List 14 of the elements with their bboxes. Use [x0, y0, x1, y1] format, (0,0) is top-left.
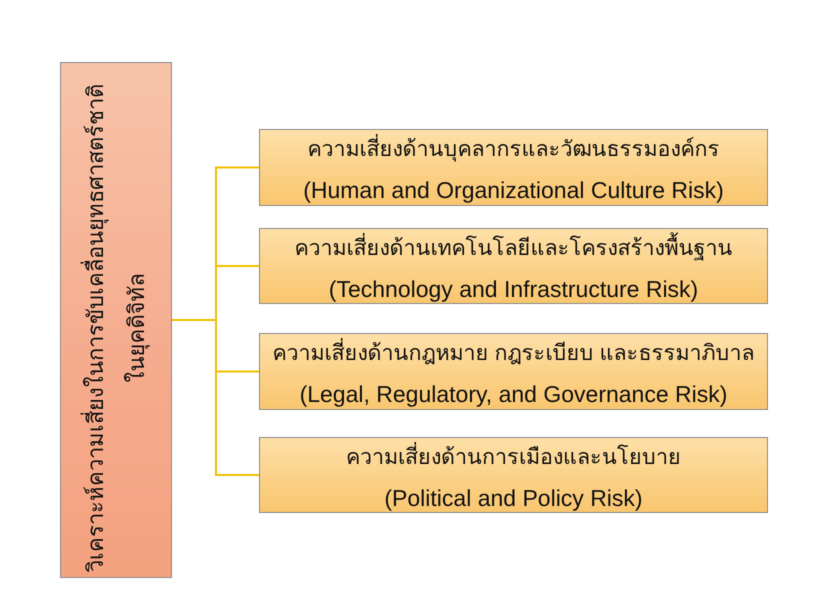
- risk-category-box: [259, 129, 768, 206]
- english-title: (Technology and Infrastructure Risk): [328, 276, 700, 302]
- risk-category-box: [259, 333, 768, 410]
- risk-title: ความเสี่ยงด้านกฎหมาย กฎระเบียบ และธรรมาภิบาล: [260, 340, 767, 366]
- english-title: (Political and Policy Risk): [383, 485, 644, 511]
- english-title: (Legal, Regulatory, and Governance Risk): [298, 381, 728, 407]
- topic-box: [60, 62, 172, 578]
- risk-title: ความเสี่ยงด้านบุคลากรและวัฒนธรรมองค์กร: [260, 136, 767, 162]
- risk-category-box: [259, 228, 768, 304]
- connector-line: [172, 319, 259, 476]
- english-title: (Human and Organizational Culture Risk): [302, 177, 725, 203]
- topic-title: วิเคราะห์ความเสี่ยงในการขับเคลื่อนยุทธศาสตร์ชาติในยุคดิจิทัล: [80, 82, 151, 572]
- risk-category-box: [259, 437, 768, 513]
- risk-title: ความเสี่ยงด้านการเมืองและนโยบาย: [260, 444, 767, 470]
